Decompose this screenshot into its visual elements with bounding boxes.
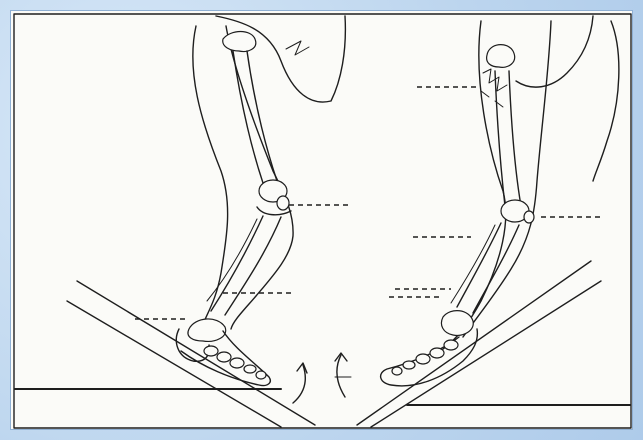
right-leg-outline-back bbox=[443, 21, 506, 349]
rotation-arrows bbox=[293, 353, 351, 403]
right-femur bbox=[495, 71, 521, 206]
right-leg-outline-front bbox=[463, 21, 551, 337]
left-fibula bbox=[207, 219, 257, 301]
leg-illustration bbox=[11, 11, 634, 431]
left-leg-outline-back bbox=[193, 26, 228, 329]
right-tibia bbox=[457, 223, 519, 313]
tilt-boards bbox=[15, 261, 630, 427]
drawing-border bbox=[14, 14, 631, 428]
left-board-bottom-edge bbox=[67, 301, 281, 427]
right-talus bbox=[441, 311, 473, 336]
left-patella bbox=[277, 196, 289, 210]
right-femoral-head bbox=[487, 45, 515, 68]
right-rotation-arrowhead bbox=[335, 353, 347, 361]
right-rotation-arrow bbox=[337, 355, 345, 397]
left-rotation-arrowhead bbox=[297, 363, 307, 373]
left-talus bbox=[188, 319, 226, 341]
right-buttock-outline bbox=[593, 21, 619, 181]
right-pelvis-fragments bbox=[481, 69, 507, 107]
right-hip-outline bbox=[516, 16, 593, 87]
left-metatarsals bbox=[204, 346, 266, 379]
left-leg bbox=[135, 16, 351, 386]
right-board-top-edge bbox=[357, 261, 591, 425]
right-metatarsals bbox=[392, 340, 458, 375]
figure-frame bbox=[10, 10, 633, 430]
right-fibula bbox=[451, 225, 495, 303]
left-hip-outline bbox=[216, 16, 345, 102]
right-leg bbox=[381, 16, 619, 386]
left-femoral-head bbox=[223, 32, 256, 52]
left-hip-notch bbox=[286, 41, 309, 55]
right-patella bbox=[524, 211, 534, 223]
left-board-top-edge bbox=[77, 281, 315, 425]
left-rotation-arrow bbox=[293, 365, 305, 403]
